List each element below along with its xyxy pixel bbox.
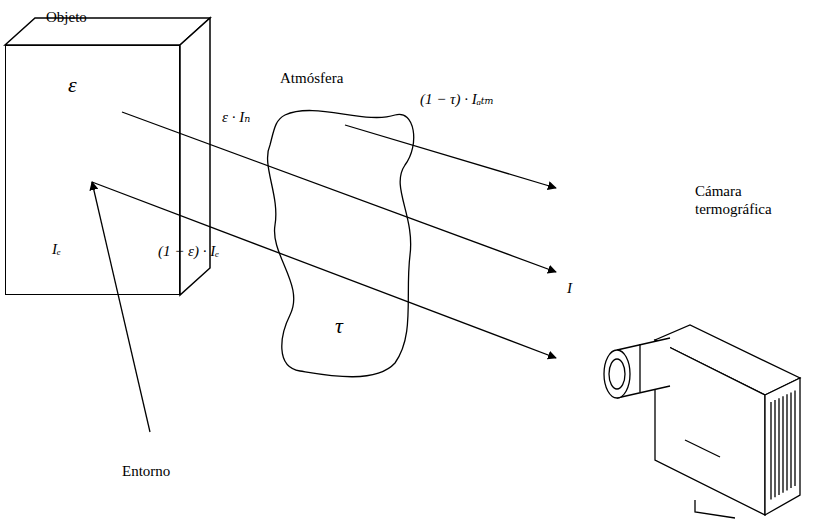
- atmosphere-region: Atmósferaτ: [265, 105, 415, 380]
- incident-ray: [92, 182, 150, 432]
- object-top-face: [5, 18, 210, 45]
- atmosphere-outline: [265, 105, 415, 380]
- object-box: Objetoε: [5, 45, 180, 295]
- incident-radiation-label: Iₑ: [52, 240, 61, 258]
- camera-node: Cámara termográfica: [595, 300, 805, 525]
- emitted-ray: [122, 112, 556, 272]
- atmosphere-heading: Atmósfera: [280, 69, 343, 87]
- environment-label: Entorno: [122, 462, 170, 480]
- total-radiation-label: I: [567, 279, 572, 297]
- atmosphere-ray: [345, 125, 556, 188]
- thermal-camera: [604, 325, 800, 518]
- camera-heading: Cámara termográfica: [695, 182, 805, 218]
- reflected-radiation-label: (1 − ε) · Iₑ: [158, 242, 219, 260]
- atmosphere-radiation-label: (1 − τ) · Iₐₜₘ: [420, 90, 494, 108]
- emitted-radiation-label: ε · Iₙ: [222, 108, 250, 126]
- object-heading: Objeto: [46, 8, 87, 26]
- transmittance-symbol: τ: [335, 313, 343, 339]
- reflected-ray: [92, 182, 556, 358]
- emissivity-symbol: ε: [68, 72, 77, 98]
